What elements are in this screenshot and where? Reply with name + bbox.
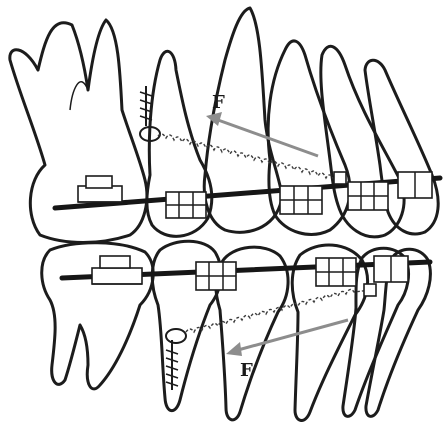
lower-canine-bracket [316,258,356,286]
upper-molar-root-line [70,82,88,110]
upper-force-arrow [206,112,318,156]
upper-canine-bracket [348,182,388,210]
upper-molar [10,20,147,243]
upper-coil-spring [158,134,342,180]
upper-hook [334,172,346,184]
lower-molar [42,243,153,389]
lower-incisor-bracket [374,256,408,282]
lower-force-arrow [226,320,348,356]
upper-force-label: F [212,92,225,113]
lower-premolar-1-bracket [196,262,236,290]
upper-premolar-2-bracket [280,186,322,214]
lower-force-label: F [240,360,253,381]
upper-molar-tube [78,176,122,202]
upper-premolar-1-bracket [166,192,206,218]
upper-incisor-bracket [398,172,432,198]
lower-mini-screw [166,329,186,390]
lower-hook [364,284,376,296]
lower-molar-tube [92,256,142,284]
